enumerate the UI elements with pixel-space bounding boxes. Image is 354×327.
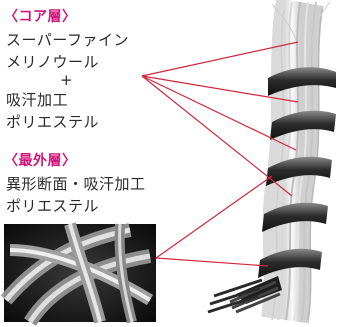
leader-line-core-3: [141, 75, 297, 151]
leader-line-core-2: [141, 75, 299, 103]
core-line-plus: +: [60, 71, 74, 89]
outer-layer-heading: 〈最外層〉: [4, 153, 77, 169]
core-line-4: ポリエステル: [6, 113, 100, 131]
leader-line-outer-2: [155, 257, 269, 267]
outer-fiber-micrograph: [0, 222, 156, 326]
core-line-3: 吸汗加工: [6, 91, 69, 109]
core-layer-heading: 〈コア層〉: [4, 9, 77, 25]
core-line-1: スーパーファイン: [6, 31, 129, 49]
leader-lines: [141, 41, 299, 267]
outer-line-2: ポリエステル: [6, 197, 100, 215]
leader-line-outer-1: [155, 175, 273, 259]
outer-filament-bands: [207, 67, 336, 314]
core-line-2: メリノウール: [6, 53, 100, 71]
leader-line-core-4: [141, 75, 293, 197]
outer-line-1: 異形断面・吸汗加工: [6, 175, 146, 193]
leader-line-core-1: [141, 41, 299, 77]
